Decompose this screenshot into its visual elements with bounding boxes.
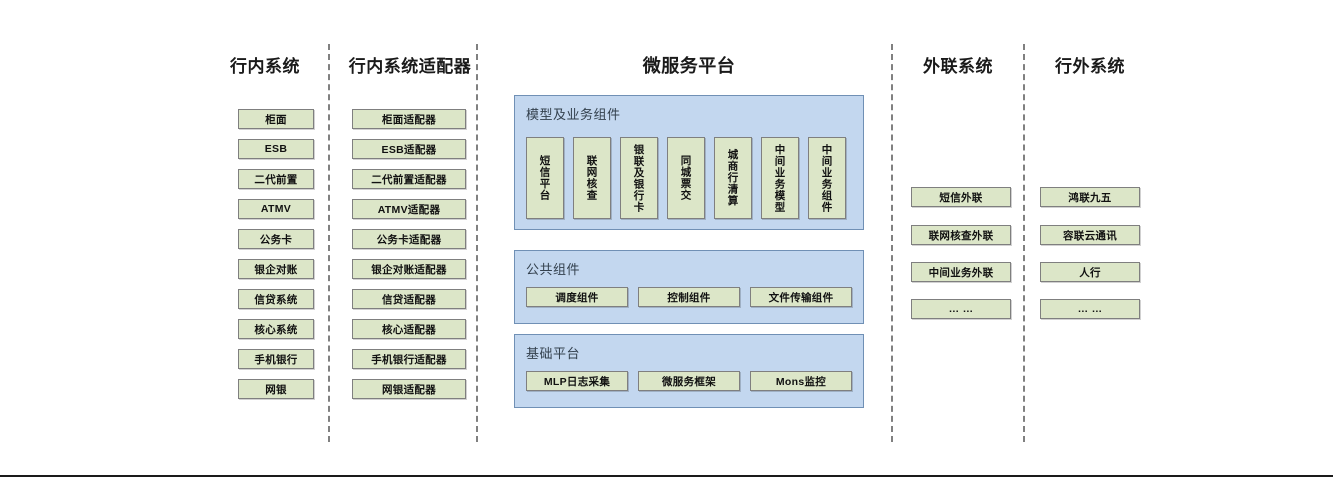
divider-1 [328, 44, 330, 442]
list-item[interactable]: ATMV适配器 [352, 199, 466, 219]
list-item[interactable]: 人行 [1040, 262, 1140, 282]
list-item[interactable]: 公务卡适配器 [352, 229, 466, 249]
list-item[interactable]: … … [911, 299, 1011, 319]
divider-4 [1023, 44, 1025, 442]
component-box[interactable]: 短信平台 [526, 137, 564, 219]
divider-2 [476, 44, 478, 442]
component-box[interactable]: 同城票交 [667, 137, 705, 219]
bottom-rule [0, 475, 1333, 477]
component-box[interactable]: 控制组件 [638, 287, 740, 307]
component-label: 中间业务组件 [820, 143, 833, 213]
component-label: 联网核查 [585, 155, 598, 201]
list-item[interactable]: 信贷适配器 [352, 289, 466, 309]
list-item[interactable]: 核心适配器 [352, 319, 466, 339]
list-item[interactable]: 二代前置适配器 [352, 169, 466, 189]
component-box[interactable]: 中间业务组件 [808, 137, 846, 219]
list-item[interactable]: ESB适配器 [352, 139, 466, 159]
list-item[interactable]: 鸿联九五 [1040, 187, 1140, 207]
component-box[interactable]: 中间业务模型 [761, 137, 799, 219]
list-item[interactable]: 核心系统 [238, 319, 314, 339]
list-item[interactable]: 银企对账适配器 [352, 259, 466, 279]
panel-title-model-business-components: 模型及业务组件 [526, 107, 621, 122]
component-box[interactable]: Mons监控 [750, 371, 852, 391]
component-label: 城商行清算 [726, 149, 739, 207]
column-title-in-bank-systems: 行内系统 [230, 57, 300, 76]
list-item[interactable]: 信贷系统 [238, 289, 314, 309]
component-label: 短信平台 [538, 155, 551, 201]
list-item[interactable]: 短信外联 [911, 187, 1011, 207]
component-box[interactable]: 调度组件 [526, 287, 628, 307]
list-item[interactable]: 网银 [238, 379, 314, 399]
list-item[interactable]: 柜面 [238, 109, 314, 129]
list-item[interactable]: 手机银行适配器 [352, 349, 466, 369]
component-box[interactable]: MLP日志采集 [526, 371, 628, 391]
column-title-out-bank-systems: 行外系统 [1055, 57, 1125, 76]
list-item[interactable]: 公务卡 [238, 229, 314, 249]
list-item[interactable]: ESB [238, 139, 314, 159]
panel-title-base-platform: 基础平台 [526, 346, 581, 361]
component-label: 中间业务模型 [773, 143, 786, 213]
divider-3 [891, 44, 893, 442]
list-item[interactable]: 手机银行 [238, 349, 314, 369]
column-title-in-bank-adapters: 行内系统适配器 [348, 57, 472, 76]
component-box[interactable]: 文件传输组件 [750, 287, 852, 307]
component-box[interactable]: 银联及银行卡 [620, 137, 658, 219]
column-title-external-link-systems: 外联系统 [923, 57, 993, 76]
panel-title-public-components: 公共组件 [526, 262, 581, 277]
list-item[interactable]: 柜面适配器 [352, 109, 466, 129]
list-item[interactable]: ATMV [238, 199, 314, 219]
list-item[interactable]: 容联云通讯 [1040, 225, 1140, 245]
list-item[interactable]: 二代前置 [238, 169, 314, 189]
list-item[interactable]: 联网核查外联 [911, 225, 1011, 245]
list-item[interactable]: 网银适配器 [352, 379, 466, 399]
component-label: 银联及银行卡 [632, 143, 645, 213]
component-box[interactable]: 城商行清算 [714, 137, 752, 219]
list-item[interactable]: 中间业务外联 [911, 262, 1011, 282]
component-label: 同城票交 [679, 155, 692, 201]
list-item[interactable]: 银企对账 [238, 259, 314, 279]
component-box[interactable]: 联网核查 [573, 137, 611, 219]
platform-title: 微服务平台 [642, 56, 736, 76]
list-item[interactable]: … … [1040, 299, 1140, 319]
component-box[interactable]: 微服务框架 [638, 371, 740, 391]
